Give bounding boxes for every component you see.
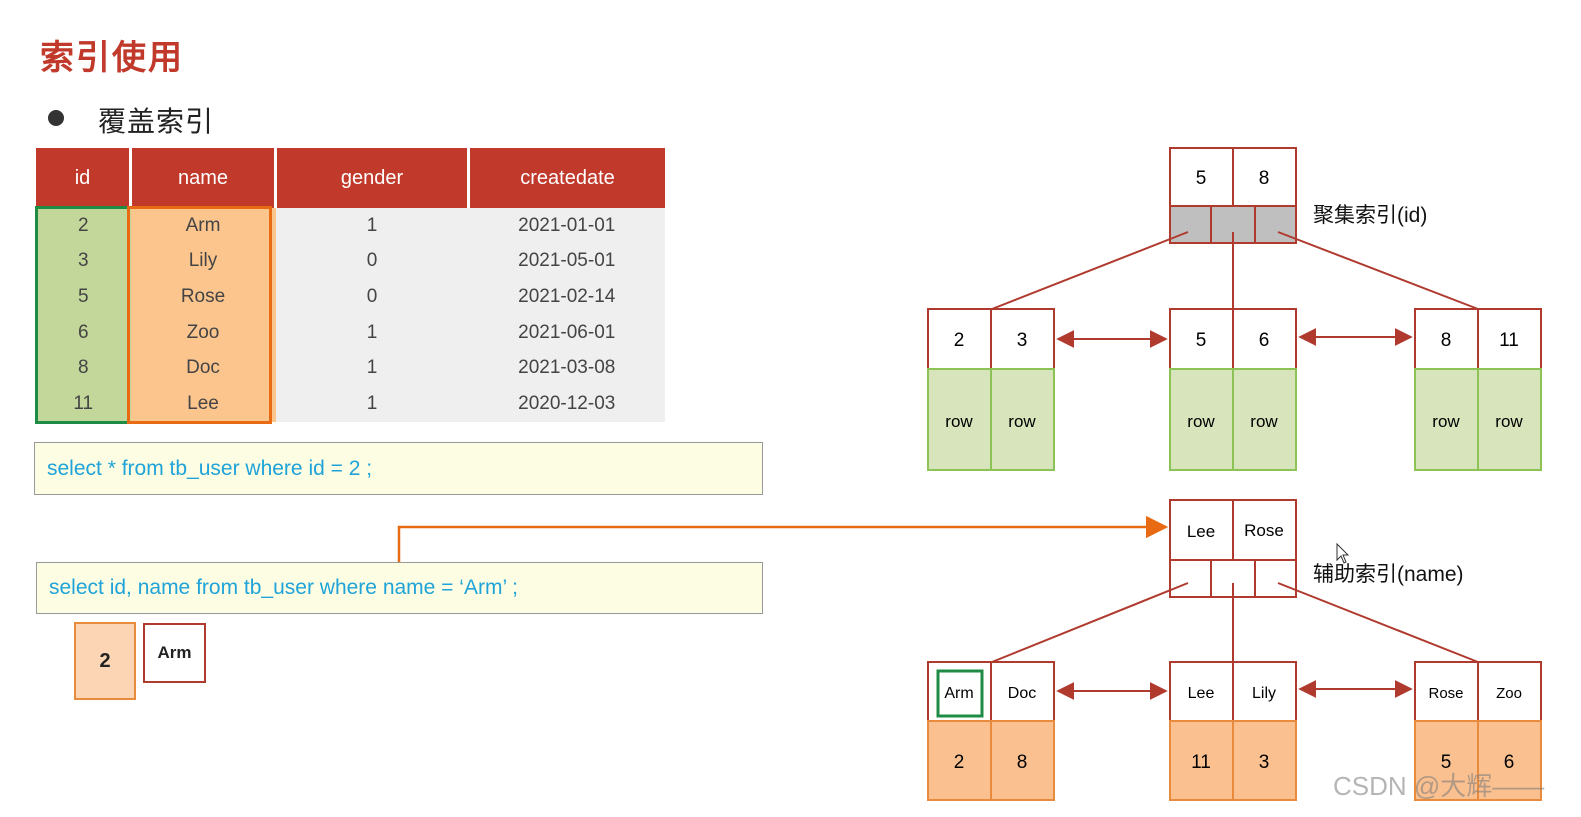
clustered-index-label: 聚集索引(id)	[1313, 204, 1428, 227]
leaf-value: row	[1187, 412, 1215, 431]
page-title: 索引使用	[40, 38, 184, 78]
cell-id: 8	[36, 350, 131, 386]
tree-edge	[991, 582, 1189, 663]
cell-name: Doc	[130, 350, 276, 386]
leaf-key: Lee	[1188, 685, 1215, 702]
clustered-root-node: 5 8	[1169, 147, 1297, 244]
cell-gender: 1	[275, 314, 469, 351]
clustered-root-key: 5	[1196, 168, 1207, 189]
tree-edge	[1277, 231, 1479, 310]
cell-name: Zoo	[130, 314, 276, 351]
secondary-index-label: 辅助索引(name)	[1313, 563, 1464, 586]
leaf-key: 11	[1499, 330, 1519, 351]
column-header-id: id	[36, 148, 131, 208]
column-header-name: name	[129, 148, 276, 208]
cell-gender: 0	[275, 243, 469, 280]
leaf-value: 3	[1259, 752, 1270, 773]
leaf-value: row	[1250, 412, 1278, 431]
cell-createdate: 2021-03-08	[468, 350, 665, 386]
clustered-root-key: 8	[1259, 168, 1270, 189]
cell-createdate: 2021-05-01	[468, 243, 665, 280]
sql-query-by-id: select * from tb_user where id = 2 ;	[34, 442, 763, 495]
cell-name: Arm	[130, 208, 276, 244]
secondary-root-key: Rose	[1244, 521, 1284, 540]
cell-id: 11	[36, 385, 131, 422]
leaf-key: 2	[954, 330, 965, 351]
name-column-highlight	[127, 206, 272, 424]
column-header-gender: gender	[274, 148, 469, 208]
watermark: CSDN @大辉——	[1333, 771, 1545, 801]
lookup-arrow	[397, 515, 1169, 562]
result-name-cell: Arm	[143, 623, 206, 683]
cell-gender: 1	[275, 208, 469, 244]
cell-id: 3	[36, 243, 131, 280]
leaf-value: row	[1432, 412, 1460, 431]
mouse-cursor-icon	[1336, 542, 1350, 564]
cell-name: Rose	[130, 279, 276, 315]
leaf-key: Lily	[1252, 685, 1276, 702]
tree-edge	[991, 231, 1189, 310]
leaf-value: row	[1008, 412, 1036, 431]
result-id-cell: 2	[74, 622, 136, 700]
bullet-icon	[48, 110, 64, 126]
cell-id: 6	[36, 314, 131, 351]
table-row: 8 Doc 1 2021-03-08	[36, 350, 665, 386]
cell-gender: 1	[275, 385, 469, 422]
leaf-key: Rose	[1428, 685, 1463, 702]
cell-id: 5	[36, 279, 131, 315]
clustered-leaf-node: 5 6 row row	[1169, 308, 1297, 471]
leaf-value: 6	[1504, 752, 1515, 773]
arm-highlight	[936, 669, 984, 718]
cell-createdate: 2021-06-01	[468, 314, 665, 351]
leaf-key: 5	[1196, 330, 1207, 351]
leaf-key: 3	[1017, 330, 1028, 351]
cell-name: Lily	[130, 243, 276, 280]
cell-id: 2	[36, 208, 131, 244]
cell-gender: 1	[275, 350, 469, 386]
table-row: 11 Lee 1 2020-12-03	[36, 385, 665, 422]
cell-gender: 0	[275, 279, 469, 315]
secondary-leaf-node: Arm Doc 2 8	[927, 661, 1055, 801]
table-row: 3 Lily 0 2021-05-01	[36, 243, 665, 280]
cell-createdate: 2021-01-01	[468, 208, 665, 244]
leaf-value: 2	[954, 752, 965, 773]
leaf-value: 8	[1017, 752, 1028, 773]
secondary-leaf-node: Lee Lily 11 3	[1169, 661, 1297, 801]
leaf-key: Doc	[1008, 685, 1036, 702]
leaf-key: 6	[1259, 330, 1270, 351]
leaf-key: 8	[1441, 330, 1452, 351]
leaf-value: row	[945, 412, 973, 431]
tree-edge	[1277, 582, 1479, 663]
leaf-value: 11	[1191, 752, 1211, 773]
sql-query-covering: select id, name from tb_user where name …	[36, 562, 763, 614]
user-table: id name gender createdate 2 Arm 1 2021-0…	[36, 148, 665, 422]
clustered-leaf-node: 8 11 row row	[1414, 308, 1542, 471]
table-row: 6 Zoo 1 2021-06-01	[36, 314, 665, 351]
cell-name: Lee	[130, 385, 276, 422]
secondary-root-key: Lee	[1187, 522, 1215, 541]
secondary-root-node: Lee Rose	[1169, 499, 1297, 598]
table-row: 2 Arm 1 2021-01-01	[36, 208, 665, 244]
clustered-leaf-node: 2 3 row row	[927, 308, 1055, 471]
leaf-key: Arm	[944, 685, 973, 702]
leaf-value: 5	[1441, 752, 1452, 773]
column-header-createdate: createdate	[467, 148, 665, 208]
secondary-leaf-node: Rose Zoo 5 6	[1414, 661, 1542, 801]
leaf-value: row	[1495, 412, 1523, 431]
cell-createdate: 2021-02-14	[468, 279, 665, 315]
cell-createdate: 2020-12-03	[468, 385, 665, 422]
table-row: 5 Rose 0 2021-02-14	[36, 279, 665, 315]
section-subtitle: 覆盖索引	[98, 105, 215, 138]
table-header-row: id name gender createdate	[36, 148, 665, 208]
leaf-key: Zoo	[1496, 685, 1522, 702]
